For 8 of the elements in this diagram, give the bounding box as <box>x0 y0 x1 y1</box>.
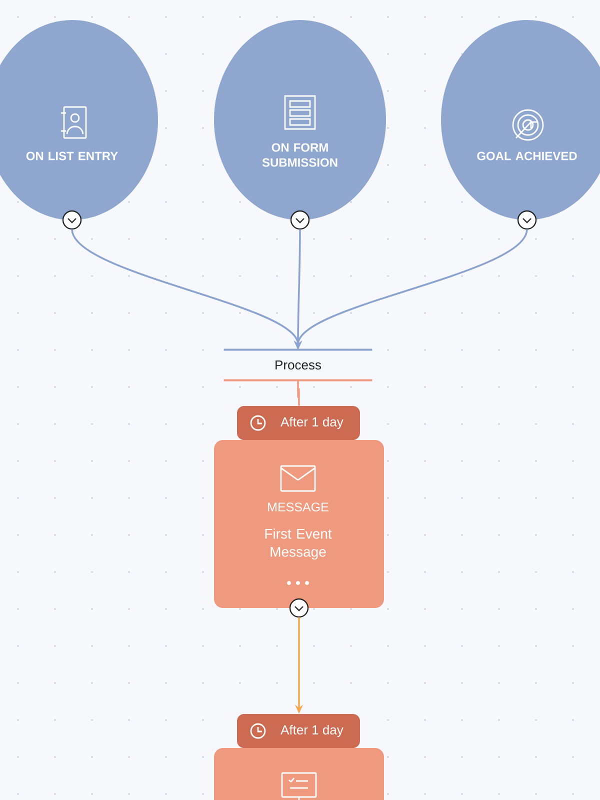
delay-tab: After 1 day <box>237 406 360 440</box>
circle-label: ON FORM SUBMISSION <box>262 143 338 167</box>
circle-label: GOAL ACHIEVED <box>477 152 577 160</box>
delay-tab: After 1 day <box>237 714 360 748</box>
step-title: First Event Message <box>265 528 332 560</box>
process-label: Process <box>224 348 372 382</box>
step-type-label: MESSAGE <box>268 502 328 512</box>
circle-label: ON LIST ENTRY <box>26 152 118 160</box>
